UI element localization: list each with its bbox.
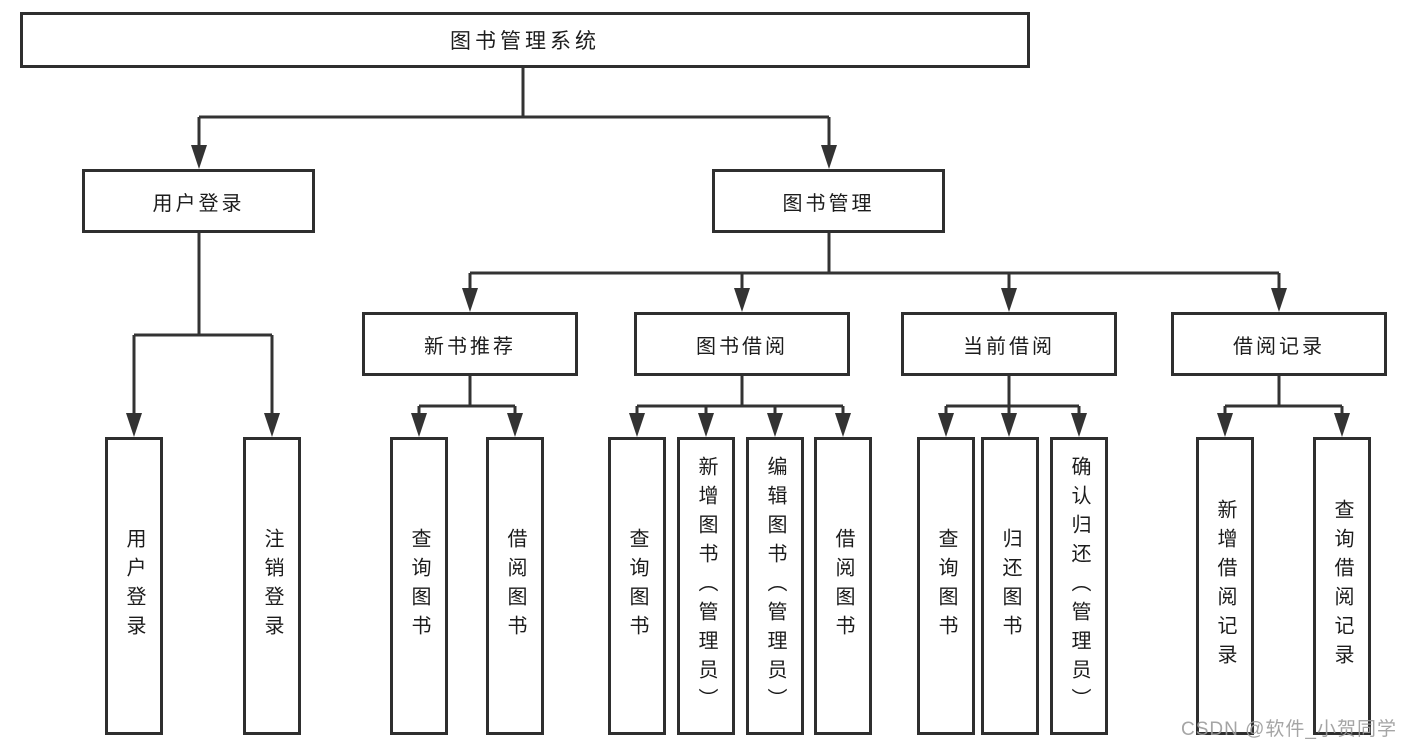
leaf-label: 借阅图书	[832, 528, 854, 644]
node-library-management-system: 图书管理系统	[20, 12, 1030, 68]
leaf-label: 查询图书	[935, 528, 957, 644]
leaf-label: 借阅图书	[504, 528, 526, 644]
arrowhead	[698, 413, 714, 437]
leaf-user-login: 用户登录	[105, 437, 163, 735]
node-user-login: 用户登录	[82, 169, 315, 233]
csdn-watermark: CSDN @软件_小贺同学	[1181, 719, 1397, 740]
connector-book-mgmt-split	[468, 233, 1281, 292]
node-label: 图书管理	[782, 192, 875, 215]
arrowhead	[1071, 413, 1087, 437]
leaf-label: 查询借阅记录	[1331, 499, 1353, 673]
node-label: 借阅记录	[1233, 335, 1325, 358]
leaf-label: 归还图书	[999, 528, 1021, 644]
arrowhead	[191, 145, 207, 169]
arrowhead	[821, 145, 837, 169]
leaf-return-books: 归还图书	[981, 437, 1039, 735]
arrowhead	[1001, 288, 1017, 312]
node-current-borrowing: 当前借阅	[901, 312, 1117, 376]
arrowhead	[835, 413, 851, 437]
leaf-label: 编辑图书（管理员）	[764, 455, 786, 717]
node-book-borrowing: 图书借阅	[634, 312, 850, 376]
node-borrowing-records: 借阅记录	[1171, 312, 1387, 376]
arrowhead	[1217, 413, 1233, 437]
arrowhead	[938, 413, 954, 437]
leaf-label: 新增图书（管理员）	[695, 455, 717, 717]
node-new-book-recommendation: 新书推荐	[362, 312, 578, 376]
leaf-query-books: 查询图书	[917, 437, 975, 735]
leaf-add-books-admin: 新增图书（管理员）	[677, 437, 735, 735]
connector-current-borrow-split	[944, 376, 1081, 416]
leaf-borrow-books: 借阅图书	[814, 437, 872, 735]
leaf-logout: 注销登录	[243, 437, 301, 735]
arrowhead	[507, 413, 523, 437]
leaf-label: 查询图书	[626, 528, 648, 644]
leaf-label: 用户登录	[123, 528, 145, 644]
node-label: 图书管理系统	[450, 30, 600, 53]
node-label: 当前借阅	[963, 335, 1055, 358]
leaf-label: 新增借阅记录	[1214, 499, 1236, 673]
leaf-confirm-return-admin: 确认归还（管理员）	[1050, 437, 1108, 735]
arrowhead	[462, 288, 478, 312]
leaf-query-books: 查询图书	[390, 437, 448, 735]
connector-user-login-split	[132, 233, 274, 416]
node-label: 图书借阅	[696, 335, 788, 358]
connector-book-borrow-split	[635, 376, 845, 416]
arrowhead	[734, 288, 750, 312]
node-label: 用户登录	[152, 192, 245, 215]
arrowhead	[126, 413, 142, 437]
leaf-label: 确认归还（管理员）	[1068, 455, 1090, 717]
leaf-query-borrowing-record: 查询借阅记录	[1313, 437, 1371, 735]
leaf-borrow-books: 借阅图书	[486, 437, 544, 735]
arrowhead	[629, 413, 645, 437]
leaf-label: 注销登录	[261, 528, 283, 644]
leaf-edit-books-admin: 编辑图书（管理员）	[746, 437, 804, 735]
arrowhead	[1271, 288, 1287, 312]
node-label: 新书推荐	[424, 335, 516, 358]
arrowhead	[1334, 413, 1350, 437]
arrowhead	[1001, 413, 1017, 437]
arrowhead	[767, 413, 783, 437]
node-book-management: 图书管理	[712, 169, 945, 233]
leaf-query-books: 查询图书	[608, 437, 666, 735]
arrowhead	[411, 413, 427, 437]
arrowhead	[264, 413, 280, 437]
leaf-label: 查询图书	[408, 528, 430, 644]
connector-root-split	[197, 66, 831, 150]
leaf-add-borrowing-record: 新增借阅记录	[1196, 437, 1254, 735]
connector-borrow-records-split	[1223, 376, 1344, 416]
connector-new-book-rec-split	[417, 376, 517, 416]
